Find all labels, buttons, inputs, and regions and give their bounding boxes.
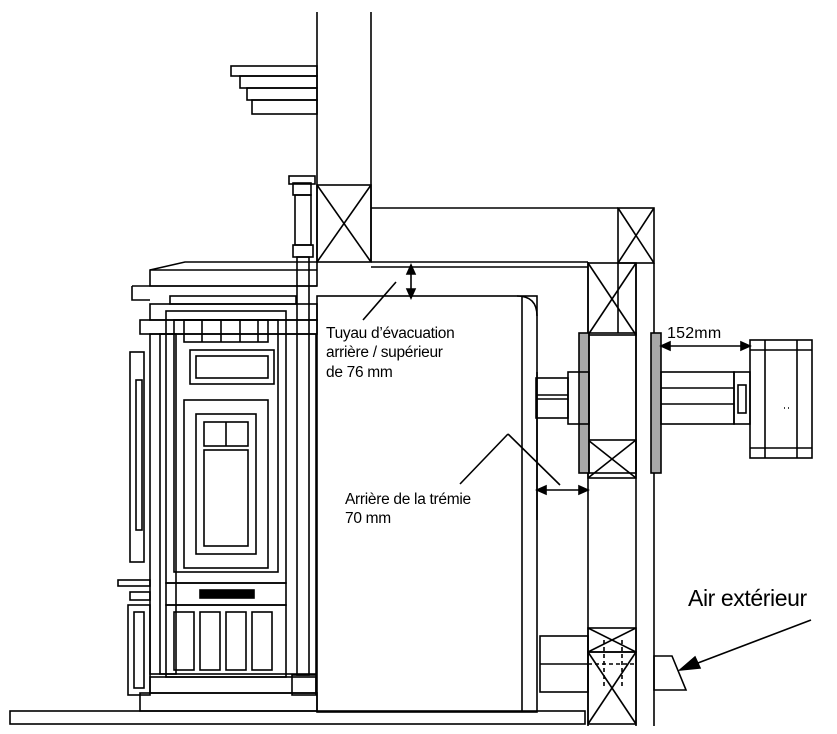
stove (117, 261, 318, 712)
clearance-152-label: 152mm (667, 325, 722, 342)
floor (9, 710, 586, 725)
vent-cap (749, 339, 813, 459)
rear-top-exhaust-label: Tuyau d’évacuation arrière / supérieur d… (326, 324, 455, 382)
dimension-rear (459, 433, 590, 496)
hopper-rear-label: Arrière de la trémie 70 mm (345, 490, 471, 529)
hopper-rear-label-line2: 70 mm (345, 510, 391, 528)
outside-air-intake (539, 619, 812, 693)
hopper-rear-label-line1: Arrière de la trémie (345, 491, 471, 508)
dimension-152 (659, 340, 752, 352)
dimension-top (362, 263, 417, 321)
exterior-wall (587, 207, 655, 726)
rear-top-exhaust-label-line2: arrière / supérieur (326, 344, 443, 362)
ceiling-chase (230, 12, 618, 268)
outside-air-label: Air extérieur (688, 585, 807, 611)
rear-top-exhaust-label-line1: Tuyau d’évacuation (326, 325, 455, 342)
hopper (316, 295, 538, 713)
vent-pipe (535, 371, 751, 425)
rear-top-exhaust-label-line3: de 76 mm (326, 363, 393, 381)
wall-thimble (567, 332, 662, 474)
exhaust-pipe (288, 175, 317, 696)
